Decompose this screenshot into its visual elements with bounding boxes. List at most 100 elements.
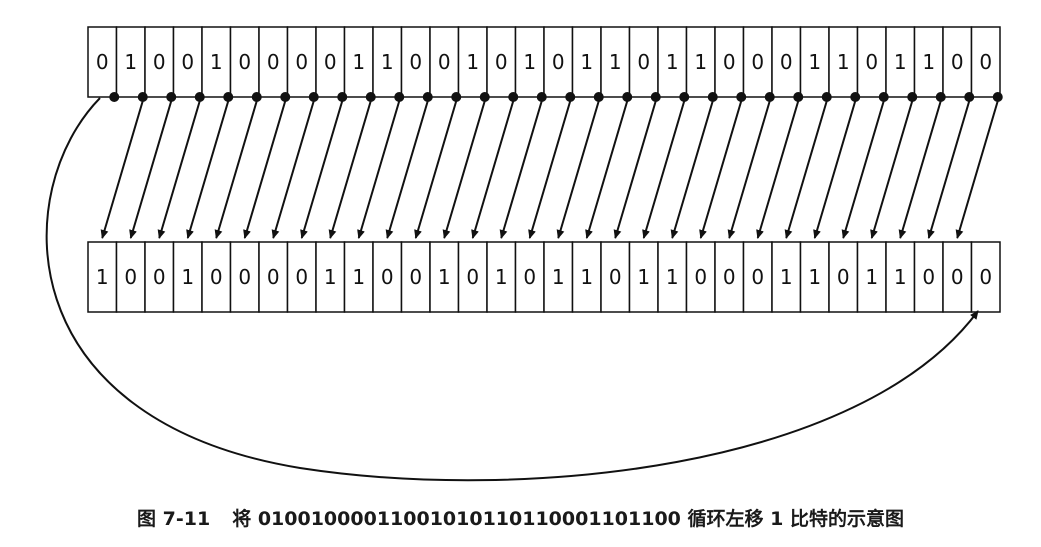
- original-bit: 1: [124, 50, 137, 74]
- original-cell: [543, 26, 574, 98]
- shift-arrow: [927, 100, 971, 239]
- shift-arrow: [955, 100, 999, 239]
- shifted-cell: [286, 241, 317, 313]
- original-bit: 1: [381, 50, 394, 74]
- shift-arrow: [385, 100, 429, 239]
- bit-dot: [878, 92, 889, 102]
- shifted-cell: [657, 241, 688, 313]
- original-bit: 0: [324, 50, 337, 74]
- shifted-bit: 0: [723, 265, 736, 289]
- shift-arrow: [243, 100, 287, 239]
- shift-arrow: [100, 100, 144, 239]
- bit-dot: [793, 92, 804, 102]
- shift-arrow: [756, 100, 800, 239]
- shifted-bit: 1: [181, 265, 194, 289]
- shifted-bit: 1: [637, 265, 650, 289]
- shift-arrow: [813, 100, 857, 239]
- shift-arrow: [784, 100, 828, 239]
- original-bit: 0: [409, 50, 422, 74]
- original-bit: 0: [438, 50, 451, 74]
- shifted-cell: [828, 241, 859, 313]
- original-cell: [657, 26, 688, 98]
- bit-dot: [308, 92, 319, 102]
- shifted-cell: [856, 241, 887, 313]
- shift-arrow: [528, 100, 572, 239]
- original-cell: [286, 26, 317, 98]
- shift-arrows: [100, 100, 999, 239]
- original-cell: [201, 26, 232, 98]
- bit-dot: [707, 92, 718, 102]
- bit-dot: [194, 92, 205, 102]
- shift-arrow: [670, 100, 714, 239]
- bit-dot: [422, 92, 433, 102]
- shift-arrow: [841, 100, 885, 239]
- shifted-bit: 0: [523, 265, 536, 289]
- bit-output-dots: [109, 92, 1003, 102]
- bit-dot: [679, 92, 690, 102]
- shift-arrow: [585, 100, 629, 239]
- shifted-cell: [970, 241, 1001, 313]
- original-cell: [144, 26, 175, 98]
- shifted-cell: [343, 241, 374, 313]
- shifted-bit: 0: [381, 265, 394, 289]
- shifted-bit: 0: [295, 265, 308, 289]
- original-cell: [942, 26, 973, 98]
- shift-arrow: [870, 100, 914, 239]
- shift-arrow: [271, 100, 315, 239]
- figure-number: 图 7-11: [137, 508, 211, 530]
- shifted-cell: [486, 241, 517, 313]
- bit-dot: [964, 92, 975, 102]
- original-cell: [87, 26, 118, 98]
- original-cell: [685, 26, 716, 98]
- bit-dot: [337, 92, 348, 102]
- original-cell: [315, 26, 346, 98]
- original-bit: 1: [580, 50, 593, 74]
- shifted-bit: 0: [124, 265, 137, 289]
- shifted-bit: 1: [780, 265, 793, 289]
- shifted-cell: [742, 241, 773, 313]
- shifted-cell: [229, 241, 260, 313]
- bit-dot: [935, 92, 946, 102]
- shifted-bit: 0: [694, 265, 707, 289]
- original-bit: 0: [552, 50, 565, 74]
- original-bit: 0: [751, 50, 764, 74]
- shift-arrow: [214, 100, 258, 239]
- shifted-bit: 0: [751, 265, 764, 289]
- original-bit: 0: [637, 50, 650, 74]
- original-bit: 1: [808, 50, 821, 74]
- shifted-bit: 1: [324, 265, 337, 289]
- shifted-bit: 1: [865, 265, 878, 289]
- shifted-bit: 1: [552, 265, 565, 289]
- original-bit: 0: [780, 50, 793, 74]
- caption-text: 将 01001000011001010110110001101100 循环左移 …: [232, 508, 904, 530]
- original-bit: 1: [210, 50, 223, 74]
- bit-dot: [166, 92, 177, 102]
- shifted-bit: 0: [979, 265, 992, 289]
- shifted-bit: 1: [894, 265, 907, 289]
- original-bit: 0: [181, 50, 194, 74]
- bit-dot: [223, 92, 234, 102]
- shifted-cell: [885, 241, 916, 313]
- original-bit: 1: [466, 50, 479, 74]
- bit-dot: [850, 92, 861, 102]
- shift-arrow: [727, 100, 771, 239]
- original-bit: 0: [96, 50, 109, 74]
- original-bit: 0: [267, 50, 280, 74]
- original-cell: [600, 26, 631, 98]
- shifted-bit: 0: [609, 265, 622, 289]
- original-cell: [258, 26, 289, 98]
- original-cell: [628, 26, 659, 98]
- original-bit: 1: [837, 50, 850, 74]
- shifted-bit: 0: [153, 265, 166, 289]
- original-cell: [115, 26, 146, 98]
- shifted-bit: 1: [808, 265, 821, 289]
- original-cell: [970, 26, 1001, 98]
- bit-dot: [280, 92, 291, 102]
- shift-arrow: [157, 100, 201, 239]
- shifted-bit: 1: [438, 265, 451, 289]
- shift-arrow: [442, 100, 486, 239]
- wrap-around-arrow: [45, 97, 979, 482]
